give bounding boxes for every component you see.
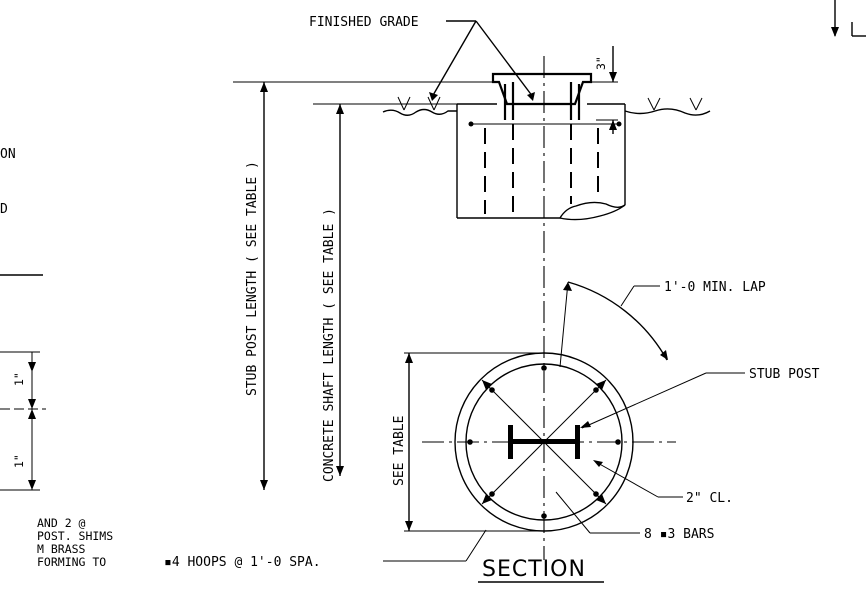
left-dim-bottom-text: 1"	[12, 454, 26, 468]
left-fragment-d-text: D	[0, 202, 8, 217]
stub-post-label: STUB POST	[749, 367, 820, 382]
clear-cover-label: 2" CL.	[686, 491, 733, 506]
finished-grade-leader-left	[431, 20, 477, 98]
elevation-view: FINISHED GRADE	[233, 15, 711, 490]
see-table-label: SEE TABLE	[392, 416, 407, 486]
stub-post-section	[508, 425, 580, 459]
top-right-fragment	[831, 0, 866, 37]
hoops-label: ▪4 HOOPS @ 1'-0 SPA.	[164, 555, 321, 570]
shaft-break-line	[457, 201, 626, 219]
three-inch-label: 3"	[594, 56, 608, 70]
base-plate	[491, 72, 593, 106]
finished-grade-label: FINISHED GRADE	[309, 15, 419, 30]
section-title: SECTION	[482, 557, 586, 582]
left-fragment-on-text: ON	[0, 147, 16, 162]
finished-grade-leader-right	[475, 20, 534, 98]
stub-post-length-label: STUB POST LENGTH ( SEE TABLE )	[245, 161, 260, 396]
left-dim-top-text: 1"	[12, 372, 26, 386]
min-lap-arc	[567, 281, 668, 361]
bars-label: 8 ▪3 BARS	[644, 527, 714, 542]
left-note-line2: POST. SHIMS	[37, 529, 113, 543]
shaft-length-label: CONCRETE SHAFT LENGTH ( SEE TABLE )	[322, 208, 337, 482]
min-lap-label: 1'-0 MIN. LAP	[664, 280, 766, 295]
left-fragment: ON D 1" 1" AND 2 @ POST. SHIMS M BRASS F…	[0, 147, 113, 569]
ground-right	[624, 108, 711, 116]
ground-left	[382, 108, 457, 116]
left-note-line3: M BRASS	[37, 542, 86, 556]
left-note-line1: AND 2 @	[37, 516, 86, 530]
left-note-line4: FORMING TO	[37, 555, 106, 569]
section-view: 1'-0 MIN. LAP STUB POST 2" CL. 8 ▪3 BARS…	[164, 280, 820, 583]
